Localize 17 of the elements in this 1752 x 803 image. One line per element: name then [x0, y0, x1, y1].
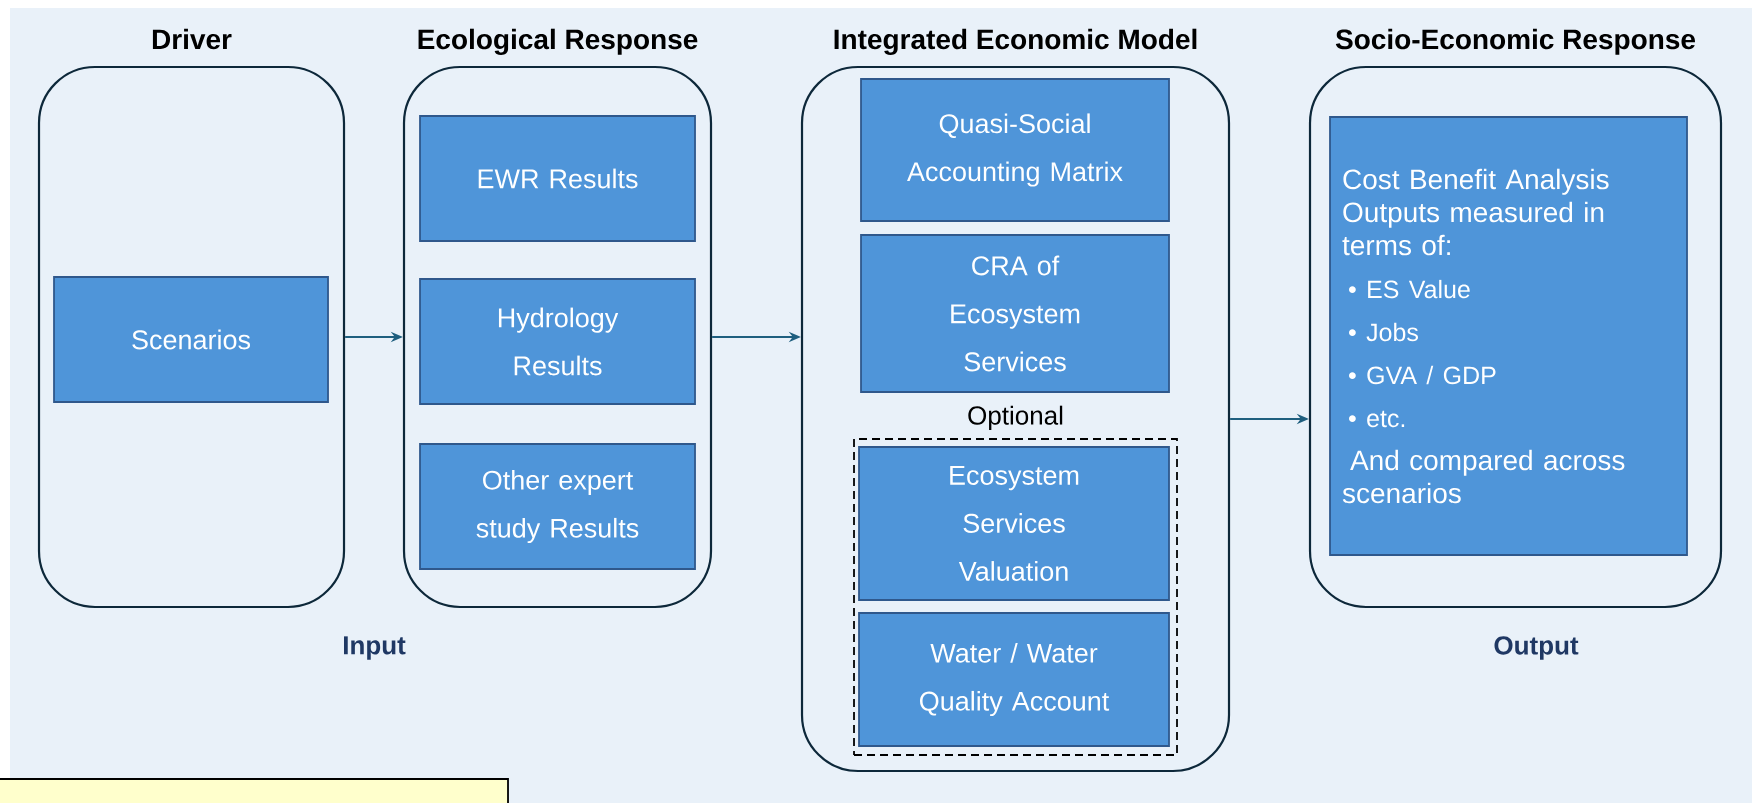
- column-heading: Driver: [152, 28, 232, 50]
- process-box: Water / Water Quality Account: [858, 612, 1170, 747]
- column-heading: Integrated Economic Model: [834, 28, 1197, 55]
- process-box: CRA of Ecosystem Services: [860, 234, 1170, 393]
- stage-label: Input: [343, 636, 406, 660]
- process-box: EWR Results: [419, 115, 696, 242]
- process-box: Scenarios: [53, 276, 329, 403]
- process-box: Ecosystem Services Valuation: [858, 446, 1170, 601]
- note-box: [0, 778, 509, 803]
- process-box: Hydrology Results: [419, 278, 696, 405]
- stage-label: Output: [1494, 636, 1579, 660]
- output-box: Cost Benefit Analysis Outputs measured in terms of: • ES Value • Jobs • GVA / GDP • etc. And compared across scenarios: [1329, 116, 1688, 556]
- section-heading: Optional: [968, 405, 1063, 430]
- column-heading: Ecological Response: [418, 28, 698, 55]
- process-box: Other expert study Results: [419, 443, 696, 570]
- column-heading: Socio-Economic Response: [1335, 28, 1695, 55]
- process-box: Quasi-Social Accounting Matrix: [860, 78, 1170, 222]
